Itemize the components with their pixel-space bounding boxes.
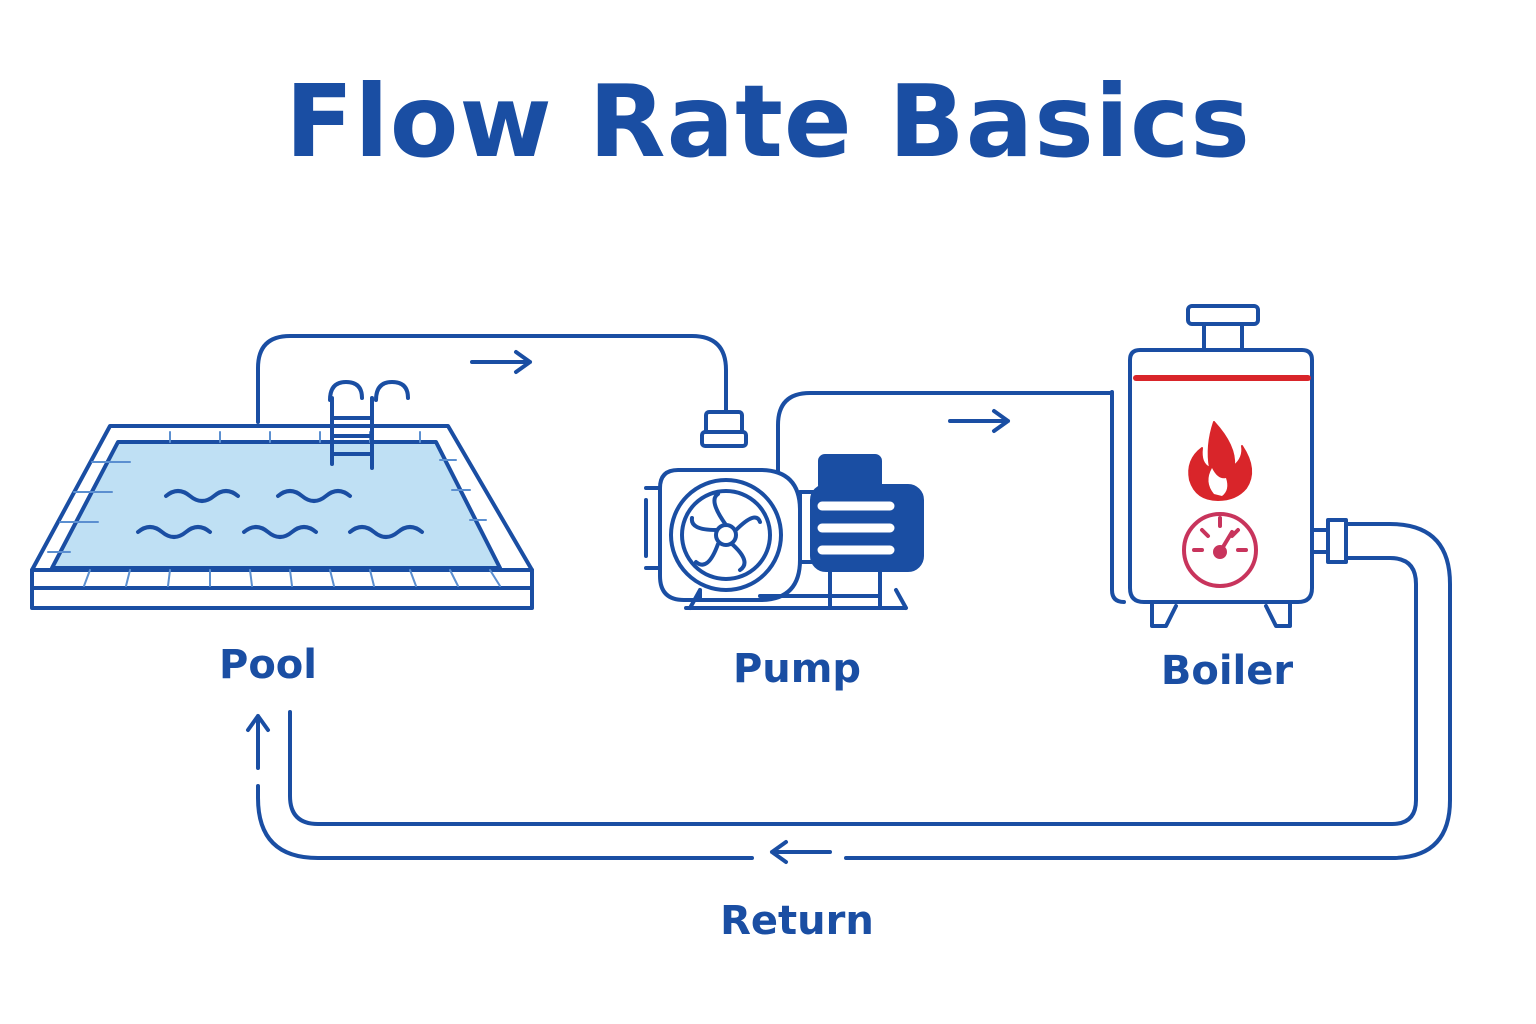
pipe-pump-to-boiler xyxy=(776,391,1114,482)
pool-label: Pool xyxy=(219,642,317,688)
ladder-icon xyxy=(328,380,410,470)
return-label: Return xyxy=(720,898,874,944)
flow-arrow-return xyxy=(770,840,832,864)
flow-arrow-2 xyxy=(948,409,1010,433)
boiler-label: Boiler xyxy=(1161,648,1294,694)
flow-arrow-1 xyxy=(470,350,532,374)
gauge-icon xyxy=(1182,512,1258,588)
return-pipe-outer xyxy=(256,522,1452,860)
flow-arrow-up xyxy=(246,714,270,770)
diagram-title: Flow Rate Basics xyxy=(285,63,1251,180)
pipe-pool-to-pump xyxy=(256,334,728,424)
flame-icon xyxy=(1188,421,1253,501)
pool-icon xyxy=(30,380,534,610)
return-pipe-inner xyxy=(288,556,1418,826)
pump-icon xyxy=(644,410,924,610)
pump-label: Pump xyxy=(733,646,861,692)
